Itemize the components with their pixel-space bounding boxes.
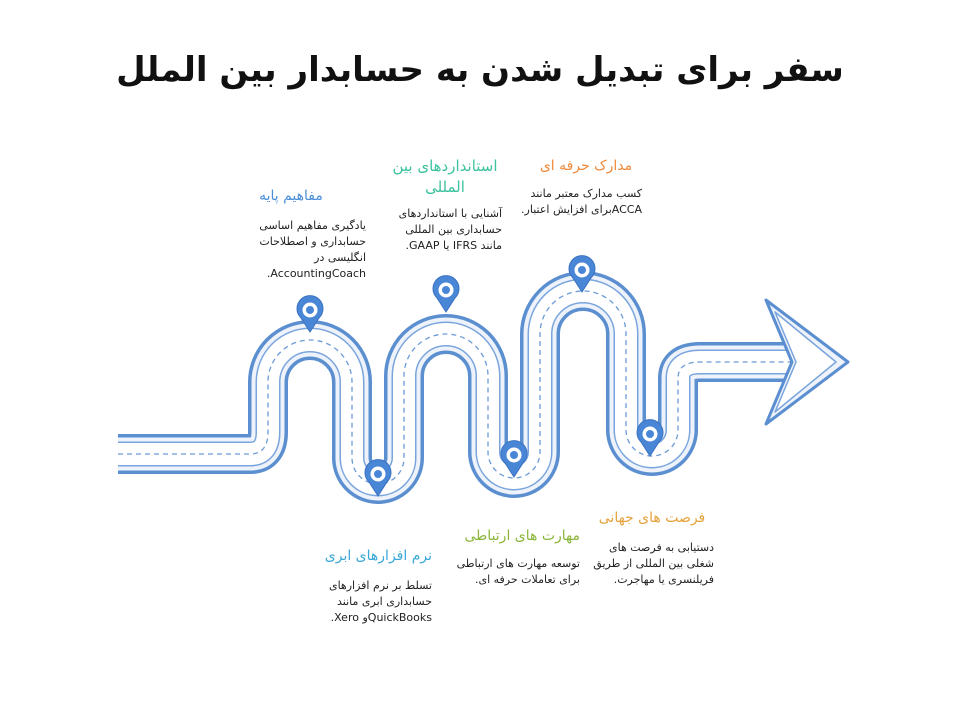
step-basic-concepts: مفاهیم پایه یادگیری مفاهیم اساسی حسابدار… — [236, 186, 366, 282]
step-description: کسب مدارک معتبر مانند ACCAبرای افزایش اع… — [521, 187, 642, 216]
step-description: یادگیری مفاهیم اساسی حسابداری و اصطلاحات… — [259, 219, 366, 280]
map-pin-icon — [296, 295, 324, 333]
step-title: مهارت های ارتباطی — [464, 528, 580, 544]
step-professional-certifications: مدارک حرفه ای کسب مدارک معتبر مانند ACCA… — [520, 156, 642, 218]
road-center-dash — [118, 290, 810, 485]
step-title: فرصت های جهانی — [598, 510, 706, 526]
step-description: توسعه مهارت های ارتباطی برای تعاملات حرف… — [456, 557, 580, 586]
step-communication-skills: مهارت های ارتباطی توسعه مهارت های ارتباط… — [448, 526, 580, 588]
step-description: آشنایی با استانداردهای حسابداری بین المل… — [398, 207, 502, 252]
step-international-standards: استانداردهای بین المللی آشنایی با استاند… — [388, 156, 502, 254]
map-pin-icon — [568, 255, 596, 293]
map-pin-icon — [364, 459, 392, 497]
step-title: مدارک حرفه ای — [539, 158, 633, 174]
map-pin-icon — [432, 275, 460, 313]
step-cloud-software: نرم افزارهای ابری تسلط بر نرم افزارهای ح… — [318, 546, 432, 626]
map-pin-icon — [636, 419, 664, 457]
arrow-head-inner — [774, 311, 837, 413]
step-description: دستیابی به فرصت های شغلی بین المللی از ط… — [593, 541, 714, 586]
step-global-opportunities: فرصت های جهانی دستیابی به فرصت های شغلی … — [590, 508, 714, 588]
page-title: سفر برای تبدیل شدن به حسابدار بین الملل — [116, 50, 844, 90]
step-title: استانداردهای بین المللی — [392, 157, 498, 196]
map-pin-icon — [500, 440, 528, 478]
step-title: نرم افزارهای ابری — [324, 548, 432, 564]
step-title: مفاهیم پایه — [259, 188, 323, 204]
step-description: تسلط بر نرم افزارهای حسابداری ابری مانند… — [328, 579, 432, 624]
